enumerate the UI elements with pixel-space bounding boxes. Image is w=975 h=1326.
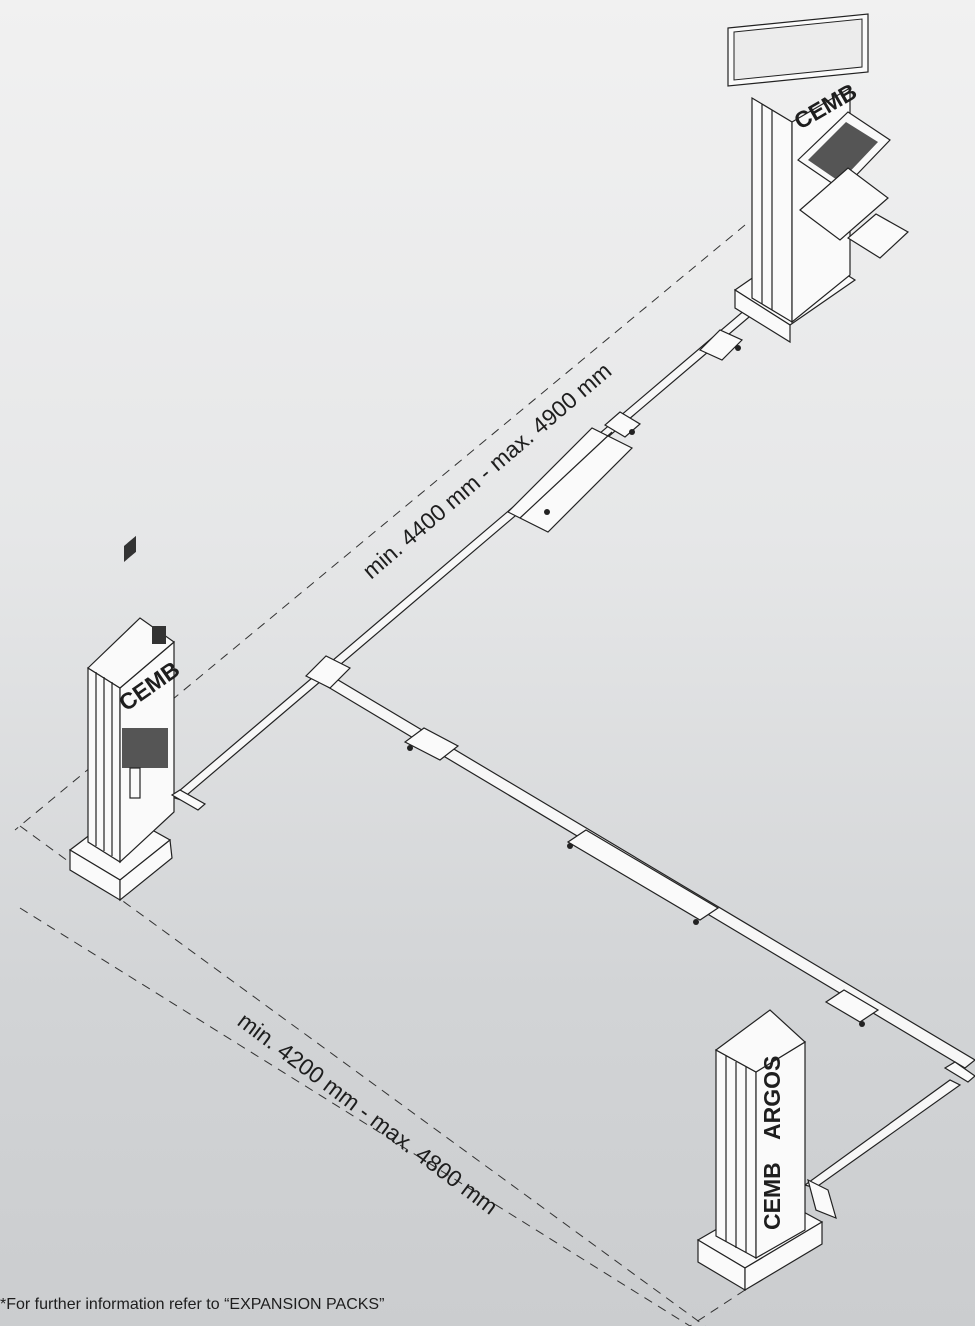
left-measuring-head: CEMB	[68, 535, 207, 902]
width-dimension-label: min. 4200 mm - max. 4800 mm	[233, 1007, 503, 1219]
rail-extension-edge	[519, 431, 613, 519]
right-head-base-side	[744, 1220, 823, 1292]
rail-clamp-1	[698, 329, 744, 361]
console-printer	[799, 167, 889, 241]
left-head-grille	[122, 728, 168, 768]
rail-bolt-3	[544, 509, 550, 515]
cross-rail-plate-3	[824, 989, 880, 1023]
right-head-model: ARGOS	[759, 1056, 785, 1140]
cross-bolt-1	[407, 745, 413, 751]
left-head-panel	[129, 767, 141, 799]
width-guide-line-end	[689, 1289, 746, 1326]
left-head-vent-2	[152, 626, 166, 644]
console-printer-tray	[846, 213, 910, 259]
right-head-arm	[803, 1079, 962, 1189]
console-monitor-screen	[733, 18, 863, 81]
cross-bolt-4	[859, 1021, 865, 1027]
cross-bolt-3	[693, 919, 699, 925]
width-guide-line-top	[19, 825, 706, 1326]
cross-bolt-2	[567, 843, 573, 849]
right-head-top	[714, 1009, 806, 1073]
console-cabinet: CEMB	[727, 13, 910, 344]
cross-rail-junction	[304, 655, 352, 689]
rail-bolt-1	[735, 345, 741, 351]
footnote: *For further information refer to “EXPAN…	[0, 1296, 385, 1313]
left-head-clamp	[170, 789, 207, 811]
console-keyboard-keys	[808, 122, 878, 182]
cross-rail-plate-2	[566, 829, 720, 921]
rail-beam-main	[170, 308, 757, 801]
left-head-vent-1	[124, 535, 136, 562]
width-guide-line-bottom	[19, 907, 691, 1326]
longitudinal-rail	[170, 308, 757, 801]
right-head-arm-clamp	[807, 1178, 837, 1220]
console-base-front	[734, 288, 791, 344]
right-head-logo: CEMB	[759, 1162, 785, 1230]
right-measuring-head: ARGOS CEMB	[696, 1009, 824, 1292]
rail-extension-plate	[506, 427, 634, 533]
cross-rail	[304, 655, 975, 1220]
cross-rail-plate-1	[403, 727, 460, 761]
left-head-base-side	[119, 838, 173, 902]
rail-bolt-2	[629, 429, 635, 435]
cross-rail-end	[943, 1061, 975, 1083]
